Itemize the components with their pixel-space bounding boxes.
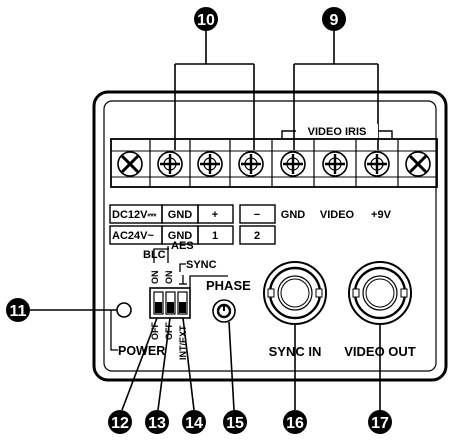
panel-inner	[103, 100, 437, 372]
dc12v-label: DC12V⎓	[112, 209, 156, 221]
svg-text:10: 10	[197, 12, 215, 29]
gnd-label-row2: GND	[168, 230, 193, 242]
dip-switch-blc[interactable]	[153, 291, 164, 315]
gnd-label-row1: GND	[168, 209, 193, 221]
terminal-screw-gnd	[157, 151, 183, 177]
phase-label: PHASE	[206, 278, 251, 293]
iris-9v-label: +9V	[371, 209, 392, 221]
terminal-screw-minus	[238, 151, 264, 177]
sync-mark	[179, 275, 187, 285]
terminal-block	[110, 138, 438, 188]
svg-text:14: 14	[185, 415, 203, 432]
power-led	[116, 302, 132, 318]
svg-text:13: 13	[148, 415, 166, 432]
callout-11: 11	[6, 298, 30, 322]
plus-label: +	[212, 209, 218, 221]
video-out-connector[interactable]	[348, 261, 412, 325]
callout-16: 16	[283, 410, 307, 434]
power-leader	[110, 310, 118, 351]
callout-15: 15	[223, 410, 247, 434]
power-label: POWER	[118, 344, 165, 358]
off-label-1: OFF	[150, 322, 160, 340]
sync-label: SYNC	[186, 259, 217, 271]
two-label: 2	[254, 230, 260, 242]
dip-switch-sync[interactable]	[177, 291, 188, 315]
blc-aes-bracket	[153, 246, 169, 263]
minus-label: −	[254, 209, 260, 221]
iris-gnd-label: GND	[281, 209, 306, 221]
svg-text:17: 17	[371, 415, 389, 432]
phase-knob[interactable]	[212, 299, 236, 323]
power-table	[109, 204, 276, 245]
svg-text:12: 12	[111, 415, 129, 432]
callout-9: 9	[322, 7, 346, 31]
terminal-screw-iris-gnd	[280, 151, 306, 177]
terminal-screw-iris-video	[322, 151, 348, 177]
callout-13: 13	[145, 410, 169, 434]
svg-text:11: 11	[10, 303, 27, 320]
callout-10-leader	[174, 31, 255, 150]
callout-17: 17	[368, 410, 392, 434]
callout-10: 10	[194, 7, 218, 31]
svg-text:9: 9	[330, 12, 339, 29]
callout-14: 14	[182, 410, 206, 434]
terminal-screw-plus	[197, 151, 223, 177]
panel-outer	[92, 90, 448, 382]
sync-bracket	[179, 263, 186, 272]
int-ext-label: INT/EXT	[178, 325, 188, 360]
video-iris-label: VIDEO IRIS	[308, 126, 367, 138]
svg-text:15: 15	[226, 415, 244, 432]
one-label: 1	[212, 230, 218, 242]
terminal-screw-8	[405, 151, 431, 177]
aes-label: AES	[171, 240, 194, 252]
sync-in-connector[interactable]	[263, 261, 327, 325]
svg-text:16: 16	[286, 415, 304, 432]
phase-bracket	[189, 275, 228, 288]
on-label-2: ON	[164, 271, 174, 285]
terminal-screw-iris-9v	[364, 151, 390, 177]
callout-12: 12	[108, 410, 132, 434]
dip-switch-aes[interactable]	[165, 291, 176, 315]
terminal-screw-1	[117, 151, 143, 177]
video-iris-bracket	[281, 130, 393, 139]
ac24v-label: AC24V~	[112, 230, 154, 242]
bottom-leaders	[121, 317, 381, 411]
iris-video-label: VIDEO	[320, 209, 355, 221]
on-label-1: ON	[150, 271, 160, 285]
